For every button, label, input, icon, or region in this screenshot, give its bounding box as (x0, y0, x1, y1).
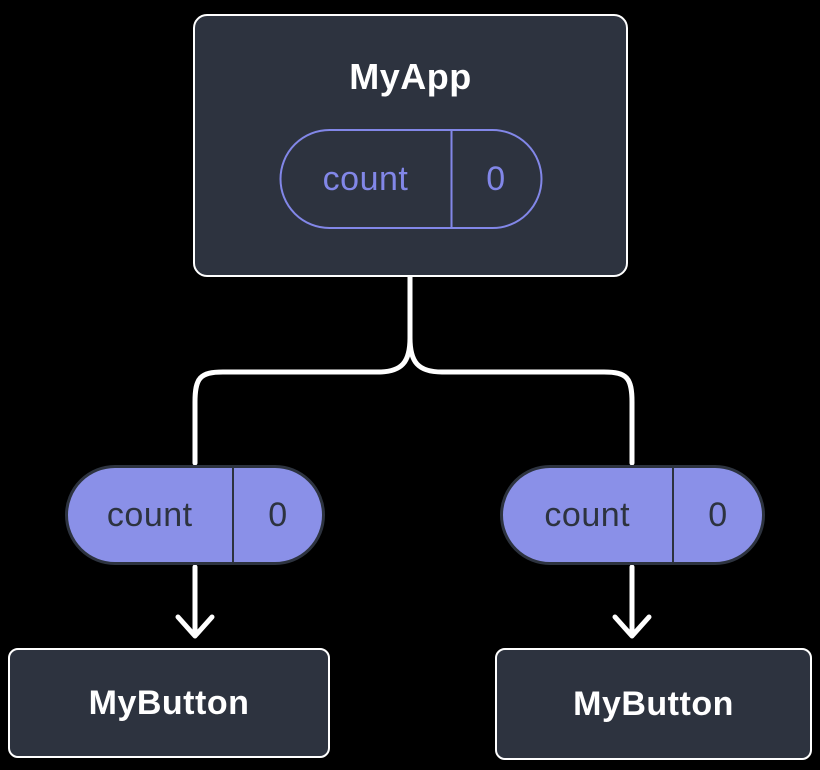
prop-value: 0 (268, 495, 288, 534)
state-value: 0 (486, 159, 506, 198)
pill-divider (231, 468, 234, 562)
component-title-mybutton: MyButton (88, 683, 250, 722)
branch-line-right (407, 274, 635, 466)
branch-line-left (192, 274, 413, 466)
component-node-myapp: MyApp count 0 (193, 14, 628, 277)
component-title-mybutton: MyButton (573, 684, 734, 723)
prop-pill-right: count 0 (500, 465, 765, 565)
state-name-label: count (322, 159, 409, 198)
component-node-mybutton-right: MyButton (495, 648, 812, 760)
prop-name-label: count (544, 495, 631, 534)
component-title-myapp: MyApp (349, 56, 472, 97)
pill-divider (450, 131, 452, 227)
prop-pill-left: count 0 (65, 465, 325, 565)
prop-name-label: count (106, 495, 193, 534)
arrowhead-left-icon (175, 614, 215, 639)
pill-divider (671, 468, 674, 562)
state-pill-root: count 0 (279, 129, 542, 229)
arrowhead-right-icon (612, 614, 652, 639)
prop-value: 0 (708, 495, 728, 534)
component-node-mybutton-left: MyButton (8, 648, 330, 758)
